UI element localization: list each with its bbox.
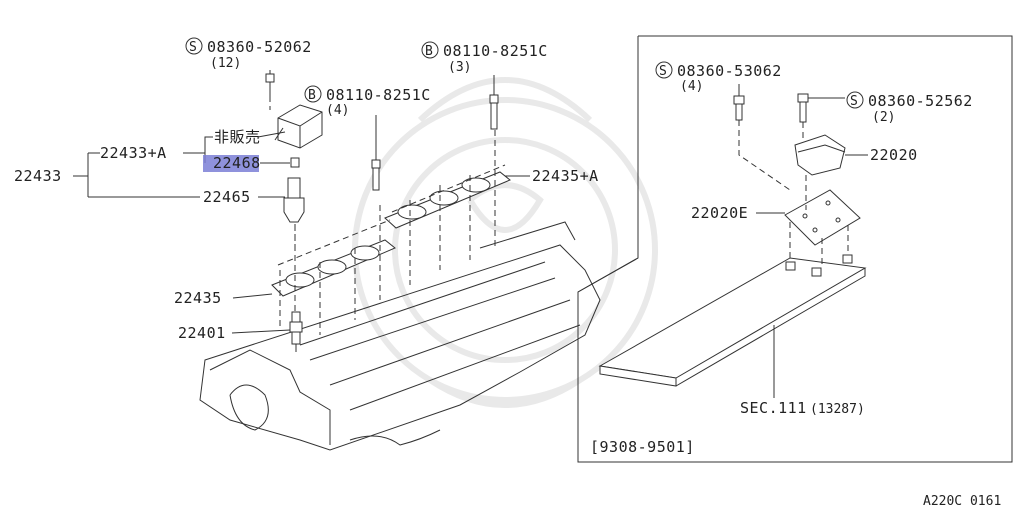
- spark-plug-cover-22435: [271, 239, 396, 297]
- part-number: 08110-8251C: [326, 86, 431, 104]
- label-22020: 22020: [870, 146, 918, 164]
- label-not-for-sale: 非販売: [214, 128, 261, 146]
- symbol-b: B: [308, 88, 316, 103]
- bolt-08360-52562: [797, 93, 845, 140]
- watermark-logo: [352, 77, 658, 408]
- symbol-s: S: [850, 94, 858, 109]
- quantity: (2): [872, 110, 895, 125]
- label-22465: 22465: [203, 188, 251, 206]
- callout-bolt-08360-53062: S 08360-53062 (4): [655, 61, 782, 94]
- cylinder-head-drawing: [199, 221, 601, 451]
- quantity: (3): [448, 60, 471, 75]
- quantity: (4): [680, 79, 703, 94]
- sensor-22020: [794, 134, 868, 210]
- part-number: 08110-8251C: [443, 42, 548, 60]
- callout-bolt-08360-52562: S 08360-52562 (2): [846, 91, 973, 125]
- alignment-lines-left: [277, 130, 506, 335]
- spark-plug-22401: [289, 311, 303, 352]
- bolt-08360-53062: [733, 84, 791, 191]
- boot-22465: [283, 177, 305, 252]
- bracket-22020e: [784, 189, 861, 277]
- quantity: (4): [326, 103, 349, 118]
- part-number: 08360-52062: [207, 38, 312, 56]
- label-22401: 22401: [178, 324, 226, 342]
- bolt-08360-52062: [265, 73, 275, 110]
- figure-code: A220C 0161: [923, 494, 1001, 509]
- callout-bolt-08110-8251c-3: B 08110-8251C (3): [421, 41, 548, 75]
- callout-bolt-08360-52062: S 08360-52062 (12): [185, 37, 312, 71]
- callout-bolt-08110-8251c-4: B 08110-8251C (4): [304, 85, 431, 118]
- label-22020e: 22020E: [691, 204, 748, 222]
- quantity: (12): [210, 56, 241, 71]
- ignition-coil: [274, 104, 323, 149]
- spring-22468: [290, 157, 300, 168]
- symbol-s: S: [659, 64, 667, 79]
- symbol-s: S: [189, 40, 197, 55]
- mounting-plate: [598, 257, 867, 398]
- label-22468: 22468: [213, 154, 261, 172]
- label-22435: 22435: [174, 289, 222, 307]
- inset-frame: [577, 35, 1013, 463]
- label-sec-111: SEC.111: [740, 399, 807, 417]
- bolt-08110-8251c-b: [371, 159, 381, 191]
- part-number: 08360-53062: [677, 62, 782, 80]
- part-number: 08360-52562: [868, 92, 973, 110]
- label-22433a: 22433+A: [100, 144, 167, 162]
- label-22435a: 22435+A: [532, 167, 599, 185]
- label-sec-ref: (13287): [810, 402, 865, 417]
- label-22433: 22433: [14, 167, 62, 185]
- leader-lines-left: [73, 70, 530, 334]
- symbol-b: B: [425, 44, 433, 59]
- spark-plug-cover-22435a: [384, 171, 511, 229]
- highlight-22468: [203, 155, 259, 172]
- bolt-08110-8251c-a: [489, 94, 499, 130]
- date-range: [9308-9501]: [590, 438, 695, 456]
